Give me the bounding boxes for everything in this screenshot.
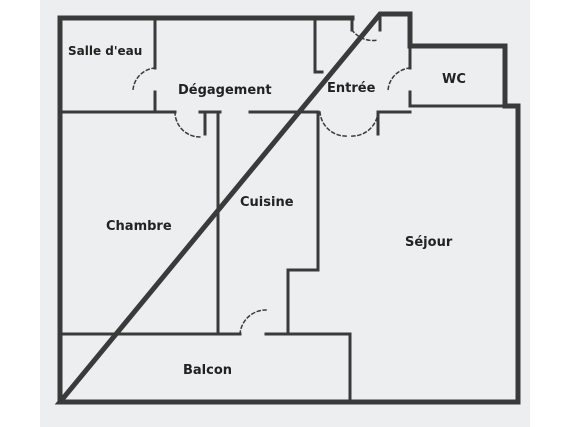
- room-label-degagement: Dégagement: [178, 83, 272, 98]
- room-label-salle-deau: Salle d'eau: [68, 44, 142, 58]
- door-chambre: [174, 111, 201, 138]
- door-wc: [387, 67, 411, 93]
- door-sejour-left: [319, 111, 349, 137]
- paper-background: [40, 0, 530, 427]
- room-label-balcon: Balcon: [183, 363, 232, 378]
- room-label-sejour: Séjour: [405, 235, 453, 250]
- room-label-wc: WC: [442, 72, 466, 87]
- door-sejour-right: [349, 111, 379, 137]
- door-entree-front: [350, 28, 379, 42]
- door-balcon: [239, 309, 267, 335]
- room-label-entree: Entrée: [327, 81, 376, 96]
- walls: [54, 11, 521, 405]
- door-salle-deau: [132, 67, 156, 91]
- room-label-cuisine: Cuisine: [240, 195, 294, 210]
- room-label-chambre: Chambre: [106, 219, 172, 234]
